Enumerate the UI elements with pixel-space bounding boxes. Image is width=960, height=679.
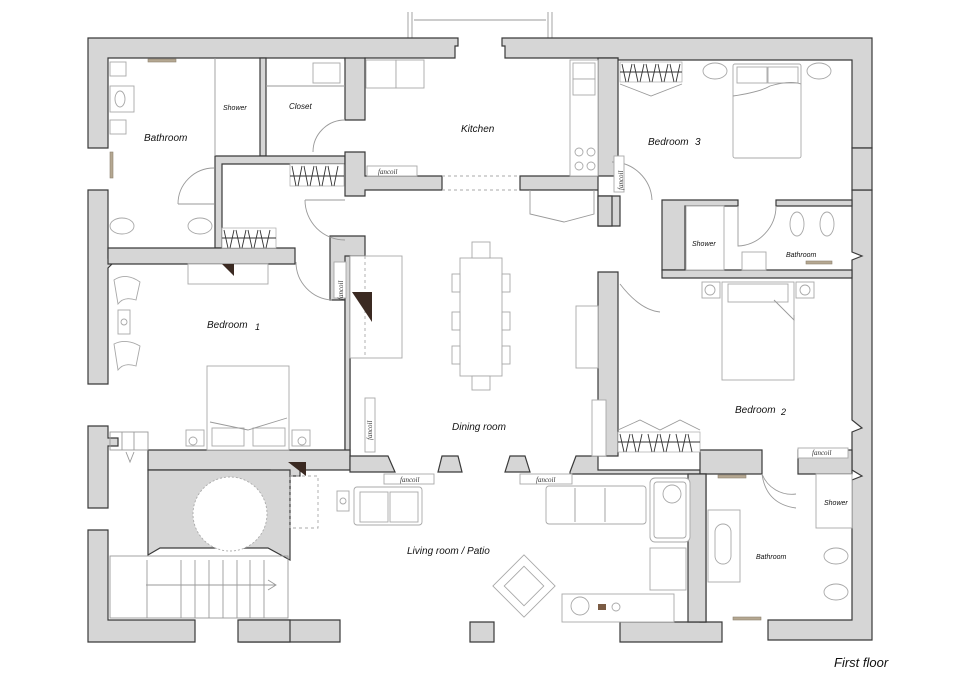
room-label-bathroom-ne: Bathroom	[786, 252, 817, 259]
wardrobe-hall-upper	[289, 163, 345, 187]
bedroom-1-furniture	[113, 261, 347, 451]
room-label-bedroom-2: Bedroom	[735, 405, 776, 416]
nw-bathroom-fixtures	[109, 58, 216, 235]
room-label-bathroom-se: Bathroom	[756, 554, 787, 561]
fancoil-label: fancoil	[536, 476, 555, 484]
room-label-shower-se: Shower	[824, 500, 848, 507]
kitchen-fixtures	[365, 59, 599, 191]
fancoil-label: fancoil	[378, 168, 397, 176]
living-room-furniture	[288, 462, 691, 623]
room-label-kitchen: Kitchen	[461, 124, 495, 135]
closet-fixtures	[266, 62, 346, 153]
exterior-walls	[87, 37, 873, 643]
room-label-living-room: Living room / Patio	[407, 546, 490, 557]
fancoil-label: fancoil	[337, 281, 345, 300]
room-label-bedroom-3: Bedroom	[648, 137, 689, 148]
fancoil-label: fancoil	[617, 171, 625, 190]
room-label-dining-room: Dining room	[452, 422, 506, 433]
floor-title: First floor	[834, 655, 889, 670]
room-label-bedroom-1-number: 1	[255, 322, 260, 332]
rotunda-opening	[192, 476, 268, 552]
room-label-closet: Closet	[289, 102, 312, 111]
staircase	[109, 431, 289, 619]
room-label-bathroom-nw: Bathroom	[144, 133, 187, 144]
room-label-bedroom-1: Bedroom	[207, 320, 248, 331]
dining-room-furniture	[349, 190, 607, 457]
room-label-shower-nw: Shower	[223, 105, 247, 112]
wardrobe-hall-lower	[221, 227, 277, 249]
room-label-bedroom-3-number: 3	[695, 137, 701, 148]
bedroom-2-furniture	[619, 281, 849, 495]
bedroom-3-furniture	[611, 62, 835, 271]
room-label-bedroom-2-number: 2	[780, 407, 786, 417]
fancoil-label: fancoil	[812, 449, 831, 457]
balcony	[407, 12, 553, 38]
hall-door	[304, 199, 346, 241]
se-bathroom-fixtures	[707, 473, 853, 621]
fancoil-label: fancoil	[400, 476, 419, 484]
room-label-shower-ne: Shower	[692, 241, 716, 248]
wardrobe-bedroom-2	[617, 419, 701, 453]
fancoil-label: fancoil	[366, 421, 374, 440]
wardrobe-bedroom-3	[619, 61, 683, 97]
